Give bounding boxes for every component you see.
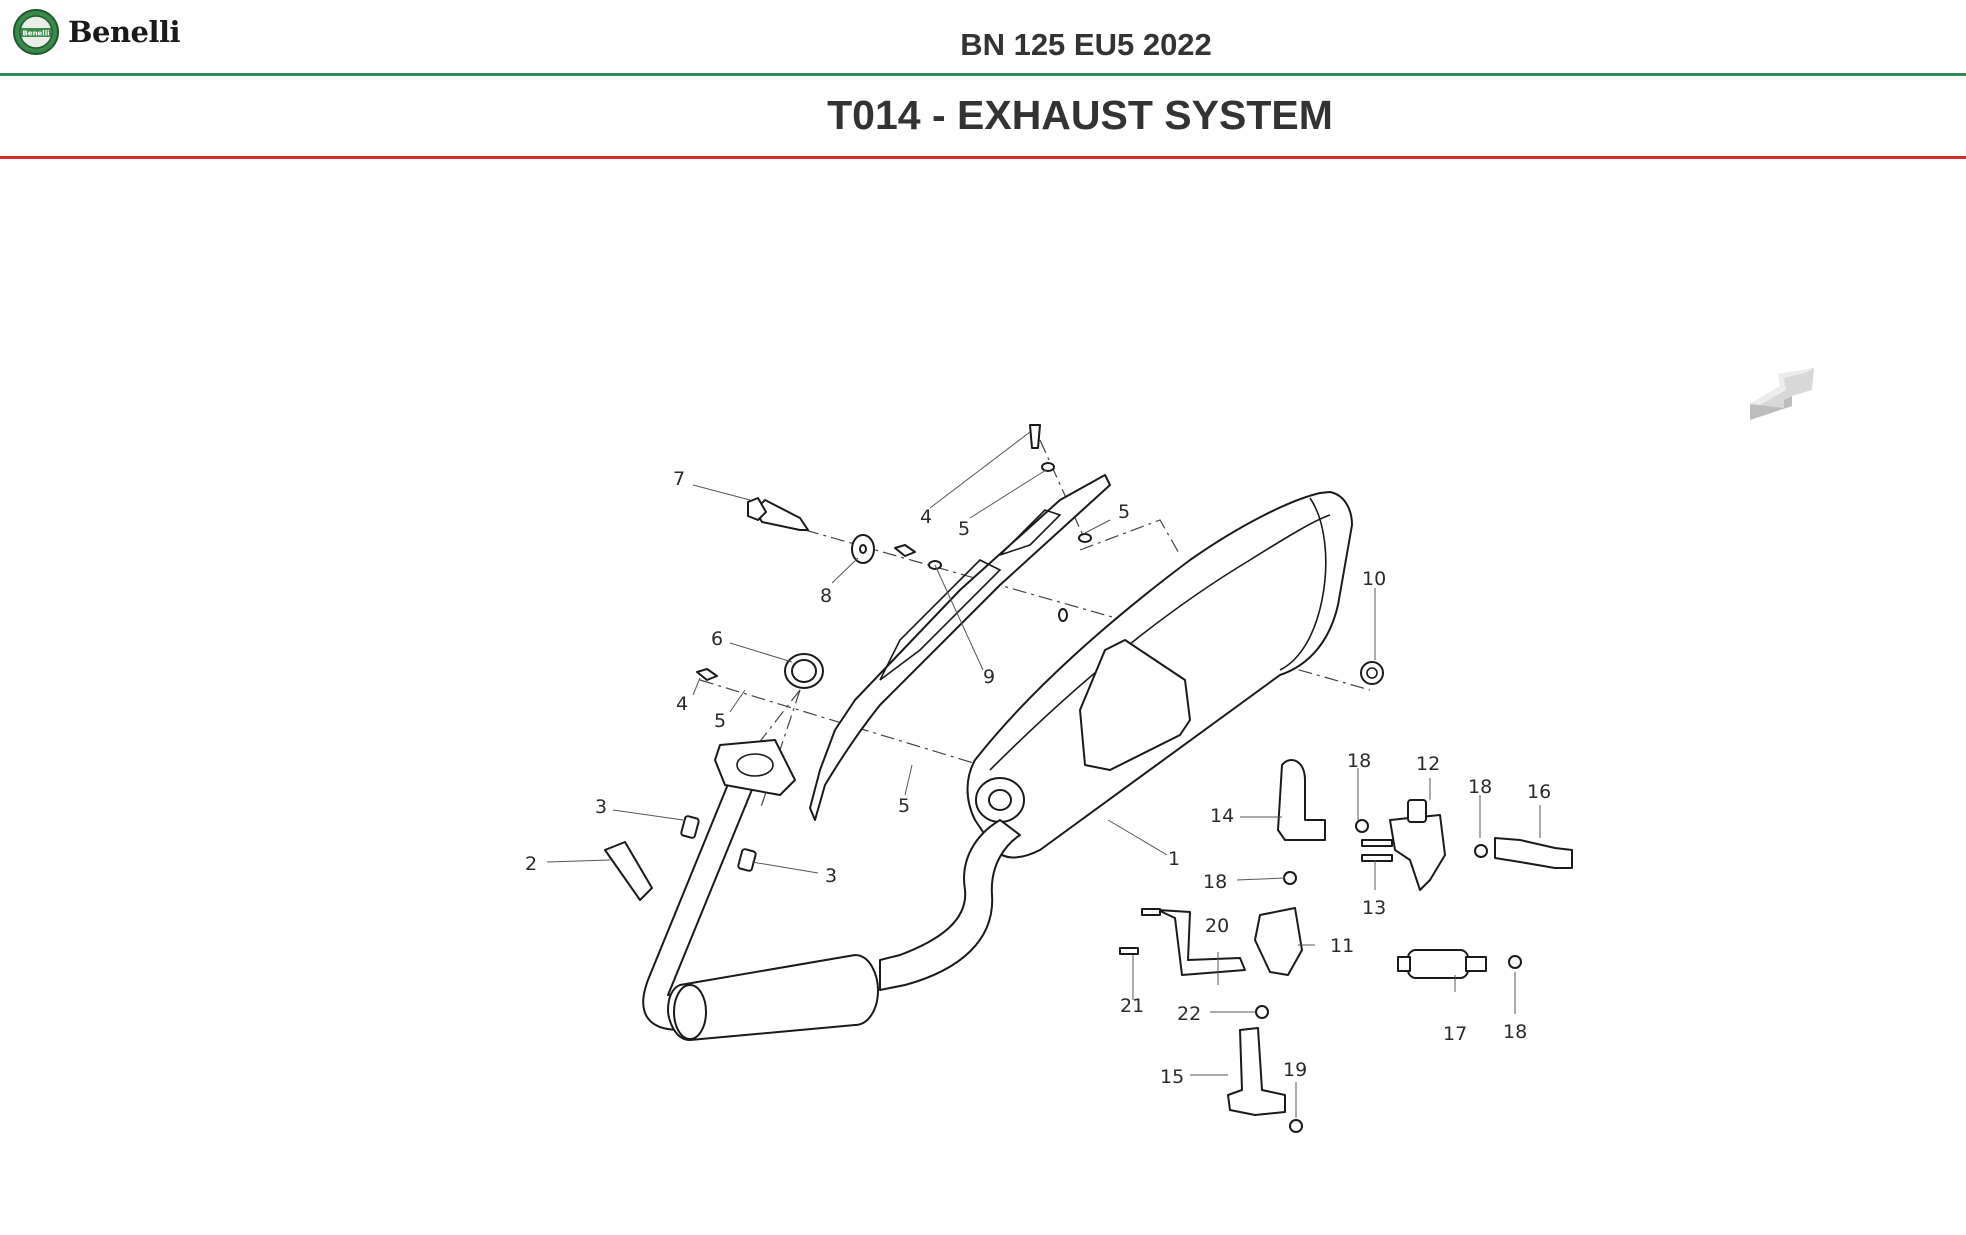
hose-clamp xyxy=(1255,1005,1269,1019)
flange-nut xyxy=(1360,661,1384,685)
callout-label: 12 xyxy=(1416,753,1440,775)
section-title: T014 - EXHAUST SYSTEM xyxy=(827,92,1333,138)
link-pipe xyxy=(879,819,1021,991)
air-valve-inlet xyxy=(1407,799,1427,823)
callout-label: 17 xyxy=(1443,1023,1467,1045)
callout-label: 18 xyxy=(1468,776,1492,798)
header: Benelli Benelli BN 125 EU5 2022 xyxy=(0,0,1966,74)
air-valve xyxy=(1389,814,1446,891)
pre-silencer xyxy=(667,954,879,1041)
assembly-axis xyxy=(729,689,801,781)
callout-label: 5 xyxy=(958,518,970,540)
callout-label: 5 xyxy=(714,710,726,732)
callout-labels: 1 2 3 3 4 4 5 5 5 5 6 7 8 9 10 11 12 13 … xyxy=(525,468,1551,1088)
muffler-heat-shield xyxy=(1079,639,1191,771)
bolt xyxy=(696,668,718,681)
model-title: BN 125 EU5 2022 xyxy=(960,27,1212,62)
muffler-bracket xyxy=(809,474,1111,821)
stud xyxy=(737,848,757,872)
air-filter xyxy=(1407,949,1469,979)
hose xyxy=(1227,1027,1286,1116)
screw xyxy=(1361,854,1393,862)
screw xyxy=(1361,839,1393,847)
assembly-axis xyxy=(1079,519,1181,556)
bolt xyxy=(894,544,916,557)
header-divider-green xyxy=(0,73,1966,76)
callout-label: 18 xyxy=(1347,750,1371,772)
callout-label: 15 xyxy=(1160,1066,1184,1088)
callout-label: 20 xyxy=(1205,915,1229,937)
callout-label: 7 xyxy=(673,468,685,490)
callout-label: 2 xyxy=(525,853,537,875)
hose-clamp xyxy=(1508,955,1522,969)
stud xyxy=(680,815,700,839)
callout-label: 21 xyxy=(1120,995,1144,1017)
muffler-inlet-bore xyxy=(988,789,1012,811)
bolt xyxy=(1029,424,1041,449)
screw xyxy=(1119,947,1139,955)
screw xyxy=(1141,908,1161,916)
hose xyxy=(1277,759,1326,841)
air-filter-outlet xyxy=(1465,956,1487,972)
lock-washer xyxy=(1041,462,1055,472)
callout-label: 5 xyxy=(1118,501,1130,523)
benelli-lion-icon: Benelli xyxy=(13,9,59,55)
callout-label: 6 xyxy=(711,628,723,650)
callout-label: 3 xyxy=(825,865,837,887)
valve-bracket xyxy=(1157,909,1246,976)
lambda-sensor xyxy=(604,841,653,901)
leader-lines xyxy=(546,431,1541,1118)
callout-label: 4 xyxy=(920,506,932,528)
secondary-valve xyxy=(1254,907,1303,976)
callout-label: 9 xyxy=(983,666,995,688)
hose-clamp xyxy=(1355,819,1369,833)
brand-logo: Benelli Benelli xyxy=(12,8,181,56)
bracket-web xyxy=(879,559,1002,681)
bolt xyxy=(754,499,809,531)
arrow-left-icon[interactable] xyxy=(1748,364,1818,425)
callout-label: 18 xyxy=(1503,1021,1527,1043)
exhaust-gasket-bore xyxy=(791,659,817,683)
hose-clamp xyxy=(1283,871,1297,885)
washer-hole xyxy=(859,544,867,554)
lock-washer xyxy=(1078,533,1092,543)
lock-washer xyxy=(1058,608,1068,622)
pre-silencer-end xyxy=(673,984,707,1040)
hose-clamp xyxy=(1474,844,1488,858)
muffler-end-cap xyxy=(1279,497,1327,671)
flange-nut-hole xyxy=(1366,667,1378,679)
hose-clamp xyxy=(1289,1119,1303,1133)
callout-label: 1 xyxy=(1168,848,1180,870)
callout-label: 8 xyxy=(820,585,832,607)
callout-label: 3 xyxy=(595,796,607,818)
hose xyxy=(1494,837,1573,869)
bracket-web xyxy=(999,509,1062,556)
callout-label: 10 xyxy=(1362,568,1386,590)
callout-label: 5 xyxy=(898,795,910,817)
assembly-axis xyxy=(1039,439,1086,541)
header-flange xyxy=(714,739,796,796)
bolt-head xyxy=(747,497,767,521)
callout-label: 19 xyxy=(1283,1059,1307,1081)
callout-label: 18 xyxy=(1203,871,1227,893)
header-flange-bore xyxy=(736,753,774,777)
callout-label: 14 xyxy=(1210,805,1234,827)
callout-label: 13 xyxy=(1362,897,1386,919)
callout-label: 4 xyxy=(676,693,688,715)
callout-label: 16 xyxy=(1527,781,1551,803)
brand-name: Benelli xyxy=(68,15,181,49)
svg-text:Benelli: Benelli xyxy=(22,30,49,38)
header-divider-red xyxy=(0,156,1966,159)
air-filter-inlet xyxy=(1397,956,1411,972)
callout-label: 22 xyxy=(1177,1003,1201,1025)
callout-label: 11 xyxy=(1330,935,1354,957)
muffler-shell-line xyxy=(989,514,1331,771)
